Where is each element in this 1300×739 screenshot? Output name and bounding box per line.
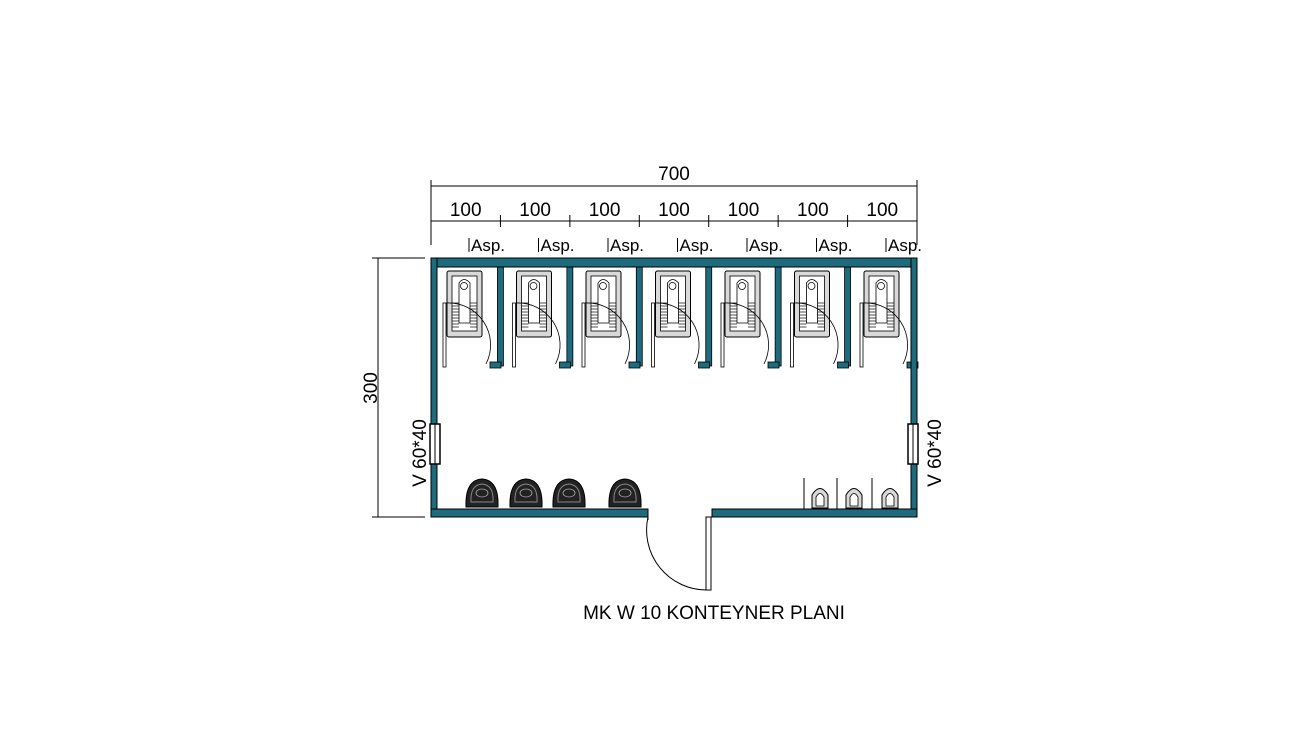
cabin: Asp.	[651, 236, 714, 369]
cabin-width-label: 100	[589, 200, 621, 221]
right-wall	[910, 257, 918, 518]
cabin-width-label: 100	[866, 200, 898, 221]
sink-row	[465, 478, 642, 508]
window-left-label: V 60*40	[410, 419, 431, 487]
cabin-width-label: 100	[797, 200, 829, 221]
partition-wall	[497, 261, 504, 367]
left-window	[429, 423, 441, 465]
partition-wall	[844, 261, 851, 367]
plan-title: MK W 10 KONTEYNER PLANI	[583, 603, 845, 624]
top-wall	[430, 257, 918, 268]
urinal	[811, 488, 829, 509]
cabin-width-label: 100	[450, 200, 482, 221]
cabin: Asp.	[790, 236, 853, 369]
cabin-door	[651, 302, 655, 368]
urinal	[845, 488, 863, 509]
cabin-width-label: 100	[728, 200, 760, 221]
squat-toilet	[446, 270, 483, 338]
cabin-dimension-ticks	[499, 215, 849, 227]
cabin-label: Asp.	[888, 236, 922, 255]
cabin-row: Asp. Asp. Asp. Asp. Asp. Asp. Asp.	[430, 236, 922, 369]
squat-toilet	[794, 270, 830, 338]
cabin: Asp.	[512, 236, 575, 369]
total-width-label: 700	[658, 164, 690, 185]
cabin-label: Asp.	[471, 236, 505, 255]
cabin: Asp.	[859, 236, 922, 369]
partition-wall	[635, 261, 643, 367]
cabin-label: Asp.	[680, 236, 714, 255]
squat-toilet	[585, 270, 622, 338]
partition-wall	[566, 261, 574, 367]
squat-toilet	[724, 270, 761, 338]
urinal	[881, 488, 899, 509]
height-label: 300	[361, 372, 382, 404]
cabin: Asp.	[581, 236, 644, 369]
squat-toilet	[863, 270, 900, 338]
cabin-label: Asp.	[819, 236, 853, 255]
cabin: Asp.	[442, 236, 505, 369]
cabin-door	[442, 302, 447, 368]
cabin-door	[581, 302, 586, 368]
left-wall	[430, 257, 438, 518]
urinal-row	[803, 478, 899, 509]
cabin-door	[720, 302, 725, 368]
cabin-width-labels: 100 100 100 100 100 100 100	[450, 200, 898, 221]
sink	[465, 478, 499, 508]
cabin-door	[859, 302, 864, 368]
outer-walls	[430, 257, 918, 518]
cabin: Asp.	[720, 236, 783, 369]
entrance-door	[646, 516, 712, 591]
sink	[608, 478, 642, 508]
dimension-lines	[372, 180, 918, 518]
bottom-wall-left	[430, 508, 649, 518]
squat-toilet	[655, 270, 691, 338]
right-window	[907, 423, 919, 465]
cabin-door	[512, 302, 516, 368]
window-right-label: V 60*40	[925, 419, 946, 487]
cabin-label: Asp.	[541, 236, 575, 255]
bottom-wall-right	[711, 508, 918, 518]
partition-wall	[774, 261, 782, 367]
sink	[509, 478, 543, 508]
cabin-label: Asp.	[610, 236, 644, 255]
cabin-width-label: 100	[519, 200, 551, 221]
cabin-door	[790, 302, 794, 368]
squat-toilet	[516, 270, 552, 338]
sink	[552, 478, 586, 508]
partition-wall	[705, 261, 713, 367]
cabin-label: Asp.	[749, 236, 783, 255]
cabin-width-label: 100	[658, 200, 690, 221]
